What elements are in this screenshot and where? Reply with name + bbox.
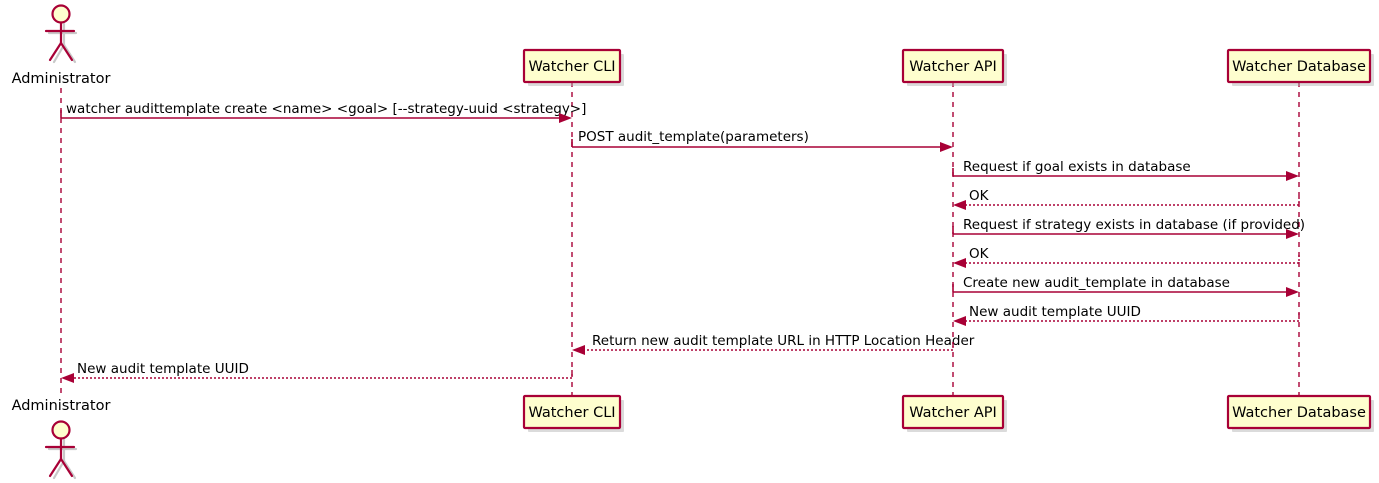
message-label-2: POST audit_template(parameters): [578, 129, 809, 145]
actor-right-leg-line: [59, 41, 74, 62]
message-label-8: New audit template UUID: [969, 304, 1141, 320]
message-label-3: Request if goal exists in database: [963, 159, 1191, 175]
message-arrowhead-7: [1286, 287, 1299, 297]
participant-box-watcher-api-bottom: [901, 394, 1005, 430]
actor-shadow-top: [47, 22, 78, 64]
message-arrowhead-3: [1286, 171, 1299, 181]
participant-watcher-api-bottom[interactable]: Watcher API: [901, 394, 1007, 432]
participant-label-watcher-database-bottom: Watcher Database: [1232, 405, 1366, 421]
participant-label-watcher-api-top: Watcher API: [909, 59, 997, 75]
message-label-7: Create new audit_template in database: [963, 275, 1230, 291]
message-label-5: Request if strategy exists in database (…: [963, 217, 1305, 233]
participant-label-watcher-cli-bottom: Watcher CLI: [528, 405, 615, 421]
participant-box-watcher-database-bottom: [1226, 394, 1372, 430]
actor-administrator-bottom[interactable]: Administrator: [12, 398, 111, 480]
message-7[interactable]: Create new audit_template in database: [952, 275, 1299, 297]
message-arrowhead-9: [572, 345, 585, 355]
participant-watcher-cli-bottom[interactable]: Watcher CLI: [522, 394, 624, 432]
message-arrowhead-2: [940, 142, 953, 152]
message-arrowhead-1: [559, 113, 572, 123]
participant-label-watcher-api-bottom: Watcher API: [909, 405, 997, 421]
actor-left-leg-line: [48, 41, 63, 62]
participant-label-watcher-cli-top: Watcher CLI: [528, 59, 615, 75]
participant-label-watcher-database-top: Watcher Database: [1232, 59, 1366, 75]
actor-right-leg-line-bottom: [59, 457, 74, 478]
actor-head-icon-bottom: [51, 420, 71, 440]
message-3[interactable]: Request if goal exists in database: [952, 159, 1299, 181]
message-arrowhead-4: [953, 200, 966, 210]
message-arrowhead-6: [953, 258, 966, 268]
message-5[interactable]: Request if strategy exists in database (…: [952, 217, 1305, 239]
message-6[interactable]: OK: [953, 246, 1300, 268]
message-arrowhead-8: [953, 316, 966, 326]
message-9[interactable]: Return new audit template URL in HTTP Lo…: [572, 333, 975, 355]
message-label-4: OK: [969, 188, 990, 204]
participant-box-watcher-database-top: [1226, 48, 1372, 84]
message-label-9: Return new audit template URL in HTTP Lo…: [592, 333, 975, 349]
message-1[interactable]: watcher audittemplate create <name> <goa…: [60, 101, 586, 123]
message-label-10: New audit template UUID: [77, 361, 249, 377]
participant-watcher-cli-top[interactable]: Watcher CLI: [522, 48, 624, 86]
participant-watcher-database-bottom[interactable]: Watcher Database: [1226, 394, 1374, 432]
message-label-6: OK: [969, 246, 990, 262]
message-10[interactable]: New audit template UUID: [61, 361, 573, 383]
message-arrowhead-10: [61, 373, 74, 383]
actor-left-leg-line-bottom: [48, 457, 63, 478]
participant-box-watcher-cli-top: [522, 48, 622, 84]
message-2[interactable]: POST audit_template(parameters): [571, 129, 953, 152]
message-arrowhead-5: [1286, 229, 1299, 239]
actor-shadow-bottom: [47, 438, 78, 480]
participant-watcher-database-top[interactable]: Watcher Database: [1226, 48, 1374, 86]
participant-box-watcher-cli-bottom: [522, 394, 622, 430]
actor-label-administrator-bottom: Administrator: [12, 398, 111, 414]
message-label-1: watcher audittemplate create <name> <goa…: [66, 101, 586, 117]
message-8[interactable]: New audit template UUID: [953, 304, 1300, 326]
message-4[interactable]: OK: [953, 188, 1300, 210]
actor-label-administrator-top: Administrator: [12, 71, 111, 87]
participant-box-watcher-api-top: [901, 48, 1005, 84]
actor-administrator-top[interactable]: Administrator: [12, 4, 111, 88]
actor-head-icon: [51, 4, 71, 24]
participant-watcher-api-top[interactable]: Watcher API: [901, 48, 1007, 86]
